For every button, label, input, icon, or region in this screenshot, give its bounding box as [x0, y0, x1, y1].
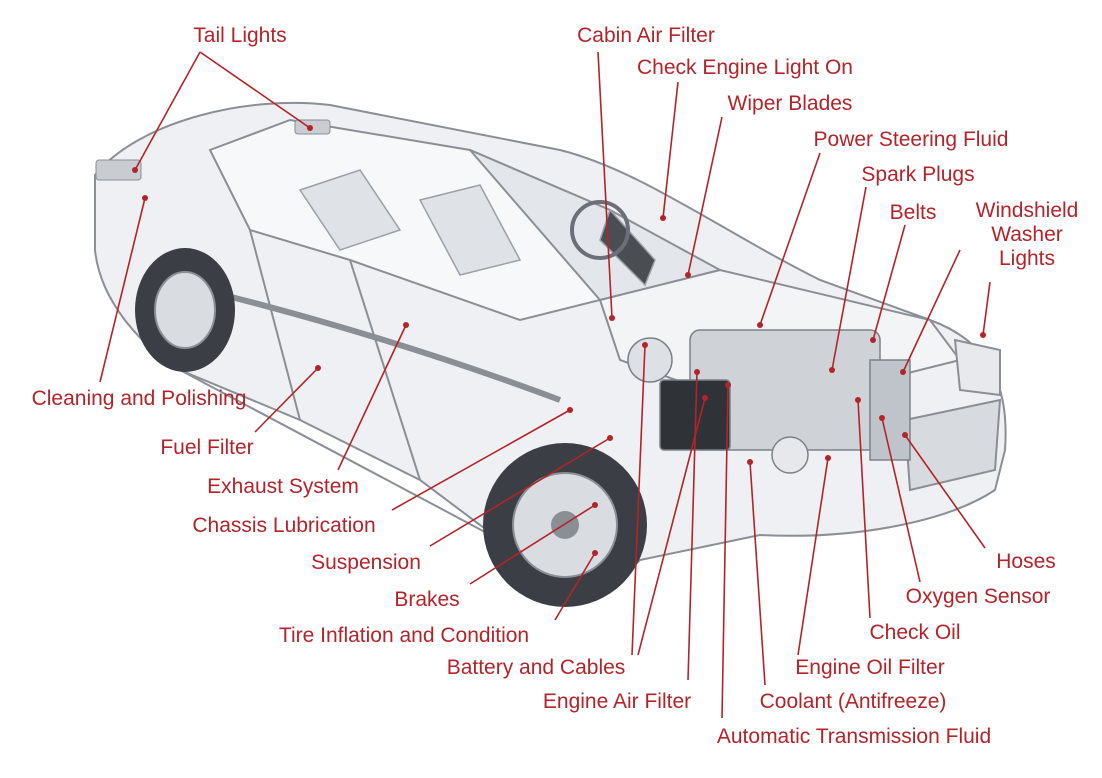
- leader-transmission: [721, 384, 729, 719]
- leader-check-engine: [662, 81, 679, 219]
- leader-windshield-washer: [982, 281, 991, 336]
- leader-spark-plugs: [831, 186, 867, 371]
- leader-check-oil: [857, 399, 871, 619]
- leader-chassis: [391, 409, 571, 511]
- leader-coolant: [749, 461, 766, 686]
- steering-column: [599, 208, 656, 287]
- label-hoses: Hoses: [996, 550, 1056, 573]
- leader-brakes: [469, 504, 596, 585]
- label-belts: Belts: [889, 201, 937, 224]
- label-power-steering-fluid: Power Steering Fluid: [813, 128, 1009, 151]
- label-lights: Lights: [998, 247, 1056, 270]
- seat-rear: [298, 169, 402, 251]
- label-cabin-air-filter: Cabin Air Filter: [577, 24, 715, 47]
- label-engine-oil-filter: Engine Oil Filter: [795, 656, 945, 679]
- label-cleaning-and-polishing: Cleaning and Polishing: [31, 387, 247, 410]
- coolant-reservoir: [771, 436, 809, 474]
- leader-dots: [132, 125, 986, 556]
- label-coolant: Coolant (Antifreeze): [759, 690, 947, 713]
- leader-engine-air-filter: [687, 371, 698, 681]
- leader-fuel-filter: [254, 367, 319, 433]
- label-brakes: Brakes: [394, 588, 460, 611]
- label-oxygen-sensor: Oxygen Sensor: [905, 585, 1051, 608]
- label-engine-air-filter: Engine Air Filter: [542, 690, 692, 713]
- label-battery-and-cables: Battery and Cables: [446, 656, 626, 679]
- car-sill: [179, 369, 501, 541]
- leader-lines: [99, 51, 991, 719]
- label-windshield-washer-lights: Windshield Washer Lights: [952, 199, 1102, 271]
- label-check-engine-light-on: Check Engine Light On: [637, 56, 853, 79]
- rear-wheel: [135, 248, 235, 372]
- leader-cabin-air-filter: [597, 51, 613, 319]
- seat-front: [418, 184, 522, 276]
- leader-windshield-washer-b: [902, 249, 961, 373]
- car-interior: [298, 169, 656, 287]
- steering-wheel: [570, 200, 630, 260]
- leader-tire: [554, 552, 596, 621]
- leader-battery-a: [631, 344, 646, 656]
- label-chassis-lubrication: Chassis Lubrication: [192, 514, 376, 537]
- label-suspension: Suspension: [311, 551, 421, 574]
- front-wheel: [483, 443, 647, 607]
- label-exhaust-system: Exhaust System: [207, 475, 359, 498]
- leader-engine-oil-filter: [797, 457, 829, 656]
- tail-light-left: [95, 159, 142, 181]
- leader-oxygen-sensor: [881, 417, 921, 583]
- label-windshield: Windshield: [975, 199, 1079, 222]
- label-washer: Washer: [991, 223, 1063, 246]
- label-check-oil: Check Oil: [869, 621, 961, 644]
- label-spark-plugs: Spark Plugs: [861, 163, 975, 186]
- leader-belts: [872, 224, 906, 341]
- leader-suspension: [429, 437, 611, 547]
- car-headlight: [953, 338, 1001, 397]
- leader-cleaning: [99, 197, 146, 383]
- leader-tail-lights-b: [199, 51, 311, 129]
- leader-battery-b: [637, 397, 706, 656]
- engine-bay: [627, 329, 911, 474]
- leader-power-steering: [759, 152, 821, 326]
- leader-hoses: [904, 434, 986, 549]
- label-tire-inflation: Tire Inflation and Condition: [278, 624, 530, 647]
- label-fuel-filter: Fuel Filter: [160, 436, 254, 459]
- air-filter-housing: [627, 337, 673, 383]
- label-automatic-transmission-fluid: Automatic Transmission Fluid: [716, 725, 992, 748]
- label-wiper-blades: Wiper Blades: [727, 92, 853, 115]
- label-tail-lights: Tail Lights: [193, 24, 287, 47]
- leader-wiper-blades: [687, 116, 723, 276]
- leader-tail-lights-a: [134, 51, 201, 171]
- leader-exhaust: [337, 324, 407, 471]
- radiator: [869, 359, 911, 461]
- car-door-line: [249, 229, 301, 421]
